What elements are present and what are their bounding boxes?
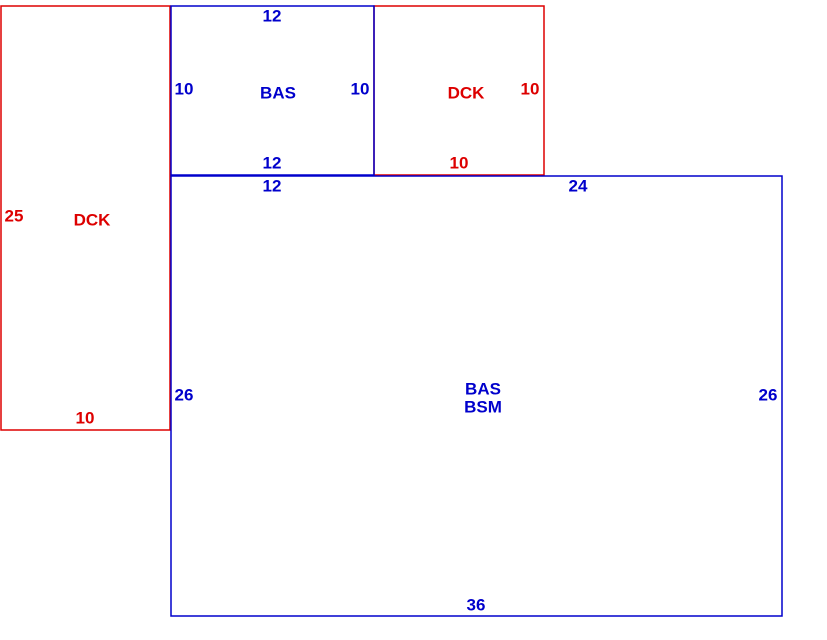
main-living-label-secondary: BSM: [464, 397, 502, 416]
main-living-label-primary: BAS: [465, 379, 501, 398]
upper-deck-area: DCK 10 10: [373, 5, 545, 176]
upper-living-left-dimension: 10: [175, 79, 194, 98]
left-deck-side-dimension: 25: [5, 206, 24, 225]
upper-living-top-dimension: 12: [263, 6, 282, 25]
upper-living-area: BAS 12 12 10 10: [170, 5, 375, 176]
upper-living-label: BAS: [260, 83, 296, 102]
upper-living-outline: [170, 5, 375, 176]
main-living-right-dimension: 26: [759, 385, 778, 404]
upper-deck-bottom-dimension: 10: [450, 153, 469, 172]
upper-deck-side-dimension: 10: [521, 79, 540, 98]
main-living-outline: [170, 175, 783, 617]
main-living-top-right-dimension: 24: [569, 176, 588, 195]
main-living-area: BAS BSM 12 24 26 26 36: [170, 175, 783, 617]
main-living-bottom-dimension: 36: [467, 595, 486, 614]
left-deck-area: DCK 25 10: [0, 5, 171, 431]
main-living-top-left-dimension: 12: [263, 176, 282, 195]
upper-living-right-dimension: 10: [351, 79, 370, 98]
main-living-left-dimension: 26: [175, 385, 194, 404]
upper-deck-label: DCK: [448, 83, 486, 102]
left-deck-label: DCK: [74, 210, 112, 229]
upper-living-bottom-dimension: 12: [263, 153, 282, 172]
left-deck-bottom-dimension: 10: [76, 408, 95, 427]
left-deck-outline: [0, 5, 171, 431]
